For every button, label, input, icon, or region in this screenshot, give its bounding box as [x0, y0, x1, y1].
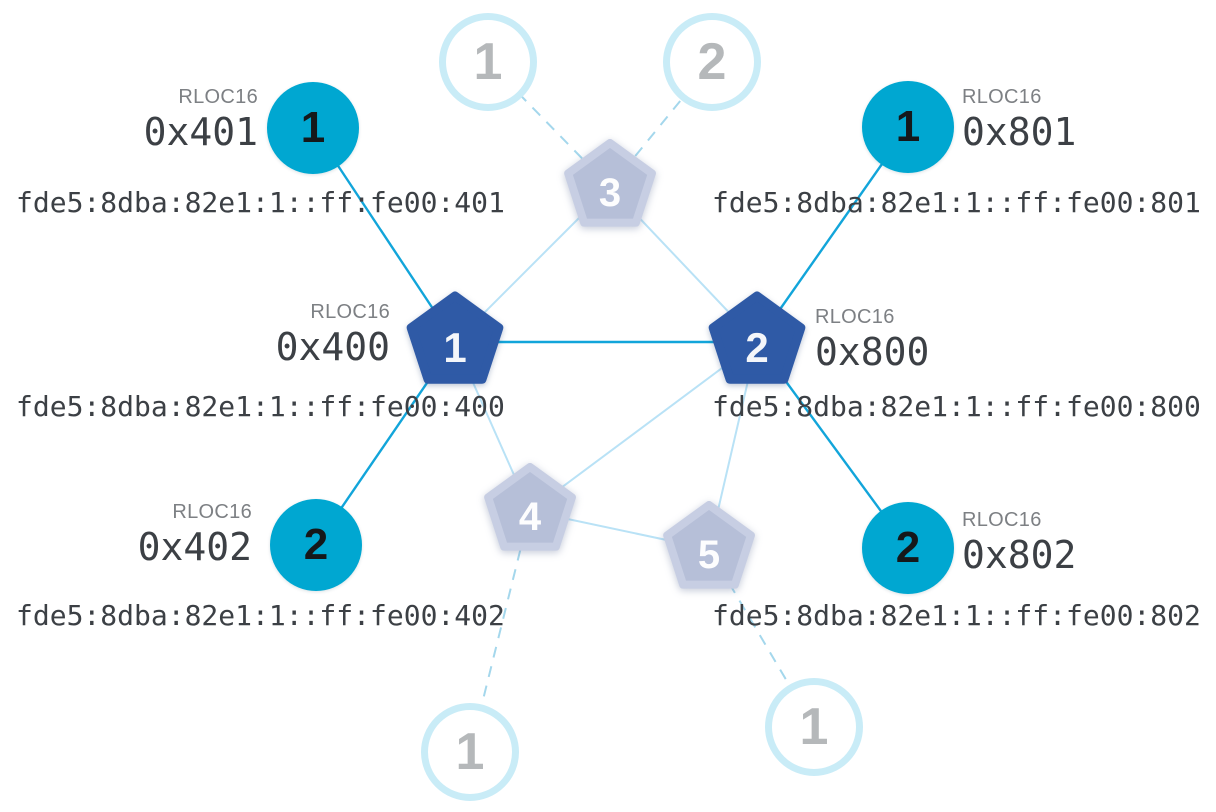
rloc16-value: 0x402 [137, 525, 252, 569]
rloc16-tag: RLOC16 [172, 501, 252, 523]
node-number: 2 [303, 520, 329, 569]
node-number: 2 [697, 33, 727, 91]
link-router5-faded-child-bottom-right [708, 548, 815, 728]
router-node-5[interactable]: 5 [657, 500, 761, 600]
node-number: 1 [799, 698, 829, 756]
node-number: 3 [598, 171, 622, 215]
router-node-4[interactable]: 4 [478, 462, 582, 562]
child-node-401[interactable]: 1 [267, 82, 359, 174]
faded-child-node-top-2[interactable]: 2 [663, 13, 761, 111]
rloc-label-child-801: RLOC16 0x801 [962, 87, 1076, 151]
router-node-3[interactable]: 3 [558, 138, 662, 238]
node-number: 5 [697, 533, 721, 577]
child-node-801[interactable]: 1 [862, 81, 954, 173]
pentagon-shape [708, 291, 806, 384]
rloc-label-child-802: RLOC16 0x802 [962, 510, 1076, 574]
rloc-label-router-2: RLOC16 0x800 [815, 307, 929, 371]
ipv6-address-router-2: fde5:8dba:82e1:1::ff:fe00:800 [712, 390, 1201, 423]
faded-child-node-bottom-left[interactable]: 1 [421, 703, 519, 801]
rloc16-tag: RLOC16 [815, 306, 895, 328]
rloc16-tag: RLOC16 [178, 86, 258, 108]
rloc16-value: 0x800 [815, 330, 930, 374]
faded-child-node-top-1[interactable]: 1 [439, 13, 537, 111]
node-number: 1 [473, 33, 503, 91]
pentagon-shape [484, 463, 576, 551]
child-node-802[interactable]: 2 [862, 502, 954, 594]
node-number: 2 [895, 523, 921, 572]
router-node-1[interactable]: 1 [400, 290, 510, 396]
ipv6-address-child-402: fde5:8dba:82e1:1::ff:fe00:402 [16, 599, 505, 632]
rloc16-tag: RLOC16 [962, 509, 1042, 531]
rloc-label-child-401: RLOC16 0x401 [0, 87, 258, 151]
rloc16-value: 0x802 [962, 533, 1077, 577]
pentagon-shape [663, 501, 755, 589]
rloc16-tag: RLOC16 [310, 301, 390, 323]
child-node-402[interactable]: 2 [270, 499, 362, 591]
rloc16-value: 0x801 [962, 110, 1077, 154]
pentagon-shape [406, 291, 504, 384]
node-number: 2 [745, 324, 769, 371]
rloc-label-router-1: RLOC16 0x400 [0, 302, 390, 366]
node-number: 1 [300, 103, 326, 152]
router-node-2[interactable]: 2 [702, 290, 812, 396]
node-number: 1 [455, 723, 485, 781]
ipv6-address-child-802: fde5:8dba:82e1:1::ff:fe00:802 [712, 599, 1201, 632]
rloc16-value: 0x400 [275, 325, 390, 369]
ipv6-address-router-1: fde5:8dba:82e1:1::ff:fe00:400 [16, 390, 505, 423]
node-number: 1 [895, 102, 921, 151]
pentagon-shape [564, 139, 656, 227]
rloc16-tag: RLOC16 [962, 86, 1042, 108]
ipv6-address-child-801: fde5:8dba:82e1:1::ff:fe00:801 [712, 186, 1201, 219]
faded-child-node-bottom-right[interactable]: 1 [765, 678, 863, 776]
link-router2-router4 [529, 341, 758, 512]
rloc16-value: 0x401 [143, 110, 258, 154]
rloc-label-child-402: RLOC16 0x402 [0, 502, 252, 566]
node-number: 1 [443, 324, 467, 371]
node-number: 4 [518, 495, 542, 539]
ipv6-address-child-401: fde5:8dba:82e1:1::ff:fe00:401 [16, 186, 505, 219]
